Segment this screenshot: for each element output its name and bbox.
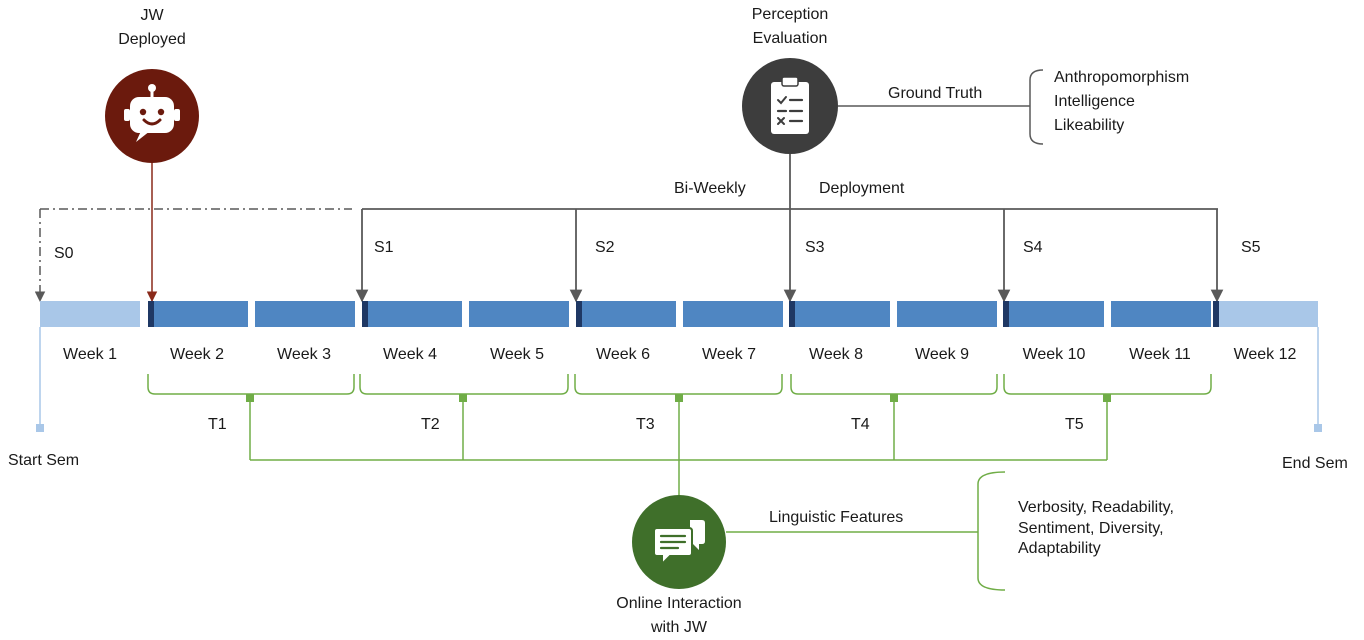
week-block-9 <box>897 301 997 327</box>
week-block-2 <box>148 301 248 327</box>
week-label-1: Week 1 <box>63 346 117 363</box>
survey-marker <box>1003 301 1009 327</box>
ground-truth-metrics: Anthropomorphism Intelligence Likeabilit… <box>1054 66 1189 138</box>
robot-icon <box>124 84 180 142</box>
week-block-1 <box>40 301 140 327</box>
biweekly-label: Bi-Weekly <box>674 180 746 197</box>
week-label-7: Week 7 <box>702 346 756 363</box>
end-marker <box>1314 424 1322 432</box>
interaction-label-line1: Online Interaction <box>616 595 742 612</box>
period-node-t2 <box>459 394 467 402</box>
deploy-label: JW Deployed <box>118 4 186 52</box>
week-block-8 <box>790 301 890 327</box>
metric-anthropomorphism: Anthropomorphism <box>1054 69 1190 86</box>
perception-label: Perception Evaluation <box>752 3 829 51</box>
start-marker <box>36 424 44 432</box>
week-label-6: Week 6 <box>596 346 650 363</box>
period-node-t1 <box>246 394 254 402</box>
week-label-5: Week 5 <box>490 346 544 363</box>
ground-truth-brace <box>1029 69 1044 145</box>
week-label-2: Week 2 <box>170 346 224 363</box>
period-bracket-t3 <box>574 374 783 395</box>
period-label-t4: T4 <box>851 416 870 433</box>
clipboard-icon <box>771 76 809 134</box>
week-block-6 <box>576 301 676 327</box>
interaction-label: Online Interaction with JW <box>616 592 741 640</box>
linguistic-features-label: Linguistic Features <box>769 509 904 526</box>
linguistic-feature-list: Verbosity, Readability, Sentiment, Diver… <box>1018 498 1174 560</box>
week-label-12: Week 12 <box>1233 346 1297 363</box>
period-node-t5 <box>1103 394 1111 402</box>
perception-label-line1: Perception <box>751 6 829 23</box>
interaction-label-line2: with JW <box>651 619 707 636</box>
period-label-t3: T3 <box>636 416 655 433</box>
period-bracket-t2 <box>359 374 569 395</box>
survey-label-s1: S1 <box>374 239 394 256</box>
feature-line-1: Verbosity, Readability, <box>1018 499 1174 516</box>
chat-icon <box>653 520 705 567</box>
survey-label-s4: S4 <box>1023 239 1043 256</box>
period-label-t1: T1 <box>208 416 227 433</box>
perception-label-line2: Evaluation <box>752 30 828 47</box>
end-sem-label: End Sem <box>1282 455 1348 472</box>
period-label-t5: T5 <box>1065 416 1084 433</box>
survey-label-s3: S3 <box>805 239 825 256</box>
metric-likeability: Likeability <box>1054 117 1125 134</box>
week-label-9: Week 9 <box>915 346 969 363</box>
week-label-4: Week 4 <box>383 346 437 363</box>
period-bracket-t4 <box>790 374 998 395</box>
survey-label-s5: S5 <box>1241 239 1261 256</box>
linguistic-brace <box>977 471 1006 591</box>
period-bracket-t1 <box>147 374 355 395</box>
survey-marker <box>576 301 582 327</box>
metric-intelligence: Intelligence <box>1054 93 1135 110</box>
survey-label-s0: S0 <box>54 245 74 262</box>
period-label-t2: T2 <box>421 416 440 433</box>
week-block-11 <box>1111 301 1211 327</box>
week-block-10 <box>1004 301 1104 327</box>
survey-label-s2: S2 <box>595 239 615 256</box>
week-label-10: Week 10 <box>1022 346 1086 363</box>
deployment-label: Deployment <box>819 180 905 197</box>
survey-marker <box>362 301 368 327</box>
ground-truth-label: Ground Truth <box>888 85 983 102</box>
week-block-7 <box>683 301 783 327</box>
deploy-label-line1: JW <box>140 7 164 24</box>
survey-marker <box>789 301 795 327</box>
survey-marker <box>148 301 154 327</box>
survey-marker <box>1213 301 1219 327</box>
feature-line-2: Sentiment, Diversity, <box>1018 519 1164 537</box>
week-block-3 <box>255 301 355 327</box>
week-label-8: Week 8 <box>809 346 863 363</box>
deploy-label-line2: Deployed <box>118 31 186 48</box>
week-block-12 <box>1218 301 1318 327</box>
week-label-11: Week 11 <box>1129 346 1191 363</box>
week-block-5 <box>469 301 569 327</box>
week-label-3: Week 3 <box>277 346 331 363</box>
week-block-4 <box>362 301 462 327</box>
start-sem-label: Start Sem <box>8 452 80 469</box>
period-node-t4 <box>890 394 898 402</box>
period-node-t3 <box>675 394 683 402</box>
period-bracket-t5 <box>1003 374 1212 395</box>
feature-line-3: Adaptability <box>1018 540 1101 557</box>
